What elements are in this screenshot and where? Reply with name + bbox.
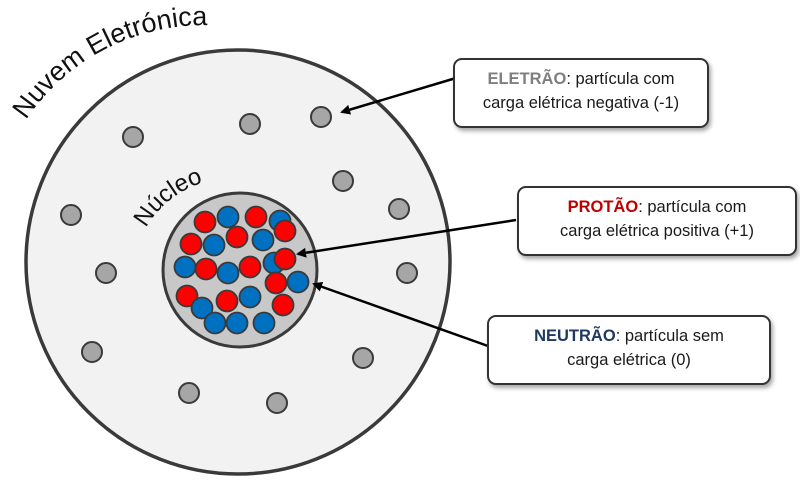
proton [271,293,295,317]
neutron [251,228,275,252]
neutron-arrow [312,281,489,348]
proton [238,255,262,279]
electron [310,106,332,128]
electron [239,113,261,135]
electron [388,198,410,220]
neutron [190,296,214,320]
electron-description: carga elétrica negativa (-1) [482,94,680,112]
electron [396,262,418,284]
electron-label-box: ELETRÃO: partícula com carga elétrica ne… [453,58,709,128]
neutron [216,261,240,285]
neutron [225,311,249,335]
proton [264,271,288,295]
neutron-title-rest: : partícula sem [615,327,724,345]
electron-keyword: ELETRÃO [487,70,567,88]
proton [215,289,239,313]
neutron-title-line: NEUTRÃO: partícula sem [489,324,769,348]
electron [352,347,374,369]
proton [273,247,297,271]
neutron [216,205,240,229]
proton-description: carga elétrica positiva (+1) [560,222,754,240]
neutron [202,233,226,257]
proton [193,210,217,234]
nucleons-group [173,205,310,335]
electron-title-rest: : partícula com [566,70,675,88]
proton [179,232,203,256]
proton-title-rest: : partícula com [638,198,747,216]
proton [225,225,249,249]
proton [244,205,268,229]
proton-title-line: PROTÃO: partícula com [519,195,795,219]
neutron [238,285,262,309]
neutron-description: carga elétrica (0) [567,351,691,369]
proton-label-box: PROTÃO: partícula com carga elétrica pos… [517,186,797,256]
electron-arrow [340,76,457,115]
electron [60,204,82,226]
proton-arrow [296,218,517,258]
proton-keyword: PROTÃO [567,198,639,216]
proton [175,284,199,308]
electron [95,262,117,284]
electrons-group [60,106,418,414]
electron [178,382,200,404]
neutron [286,270,310,294]
proton [273,219,297,243]
neutron [252,311,276,335]
electron [332,170,354,192]
electron-title-line: ELETRÃO: partícula com [455,67,707,91]
electron [81,341,103,363]
electron [266,392,288,414]
neutron [203,311,227,335]
electron [122,126,144,148]
neutron [173,255,197,279]
proton [194,257,218,281]
neutron-label-box: NEUTRÃO: partícula sem carga elétrica (0… [487,315,771,385]
neutron-keyword: NEUTRÃO [534,327,616,345]
